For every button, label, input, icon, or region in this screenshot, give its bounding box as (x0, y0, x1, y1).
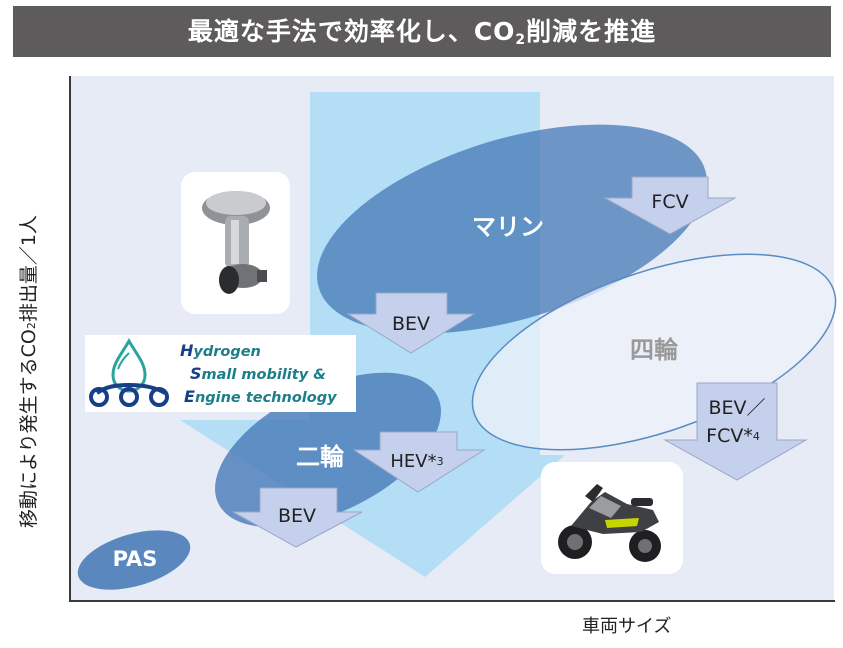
pas-label: PAS (113, 547, 158, 571)
moto-hev-note: 3 (437, 455, 444, 468)
title-prefix: 最適な手法で効率化し、CO (187, 17, 516, 46)
electric-scooter-icon (558, 484, 661, 562)
logo-cap-h: H (180, 341, 194, 360)
logo-cap-e: E (184, 387, 195, 406)
auto-arrow-label-2: FCV*4 (706, 425, 760, 447)
logo-line-1: Hydrogen (180, 340, 337, 363)
motorcycle-photo (541, 462, 683, 574)
outboard-motor-photo (181, 172, 290, 314)
marine-label: マリン (472, 213, 544, 241)
title-suffix: 削減を推進 (526, 17, 657, 46)
hyse-logo-icon (89, 337, 169, 407)
x-axis-line (69, 600, 835, 602)
title-subscript: 2 (515, 32, 527, 48)
logo-rest-h: ydrogen (193, 344, 261, 360)
marine-bev-arrow (346, 292, 476, 354)
page-title: 最適な手法で効率化し、CO2削減を推進 (13, 6, 831, 57)
moto-hev-label: HEV*3 (390, 451, 443, 472)
moto-hev-arrow (352, 431, 486, 493)
marine-fcv-arrow (603, 176, 737, 235)
moto-bev-arrow (231, 487, 363, 548)
auto-ellipse (471, 253, 837, 451)
title-bar: 最適な手法で効率化し、CO2削減を推進 (13, 6, 831, 57)
logo-rest-s: mall mobility & (201, 367, 326, 383)
marine-fcv-label: FCV (651, 191, 688, 213)
logo-cap-s: S (190, 364, 202, 383)
y-axis-label-sub: 2 (25, 322, 38, 330)
auto-bev-fcv-arrow (663, 382, 808, 481)
y-axis-label: 移動により発生するCO2排出量／1人 (14, 215, 41, 528)
auto-arrow-text: FCV* (706, 425, 753, 447)
y-axis-label-prefix: 移動により発生するCO (18, 329, 40, 528)
pas-ellipse (77, 530, 191, 590)
auto-arrow-note: 4 (753, 430, 760, 443)
hyse-logo-text: Hydrogen Small mobility & Engine technol… (180, 340, 337, 409)
logo-line-3: Engine technology (180, 386, 337, 409)
auto-arrow-label-1: BEV／ (708, 397, 765, 419)
motorcycle-label: 二輪 (296, 443, 345, 471)
moto-bev-label: BEV (278, 505, 316, 527)
hyse-logo: Hydrogen Small mobility & Engine technol… (85, 335, 356, 412)
marine-ellipse (317, 124, 707, 334)
y-axis-label-suffix: 排出量／1人 (18, 215, 40, 323)
marine-bev-label: BEV (392, 313, 430, 335)
logo-rest-e: ngine technology (194, 390, 337, 406)
x-axis-label: 車両サイズ (582, 616, 672, 637)
moto-hev-text: HEV* (390, 451, 436, 472)
y-axis-line (69, 76, 71, 602)
auto-label: 四輪 (630, 336, 679, 364)
outboard-motor-icon (202, 191, 270, 294)
logo-line-2: Small mobility & (180, 363, 337, 386)
